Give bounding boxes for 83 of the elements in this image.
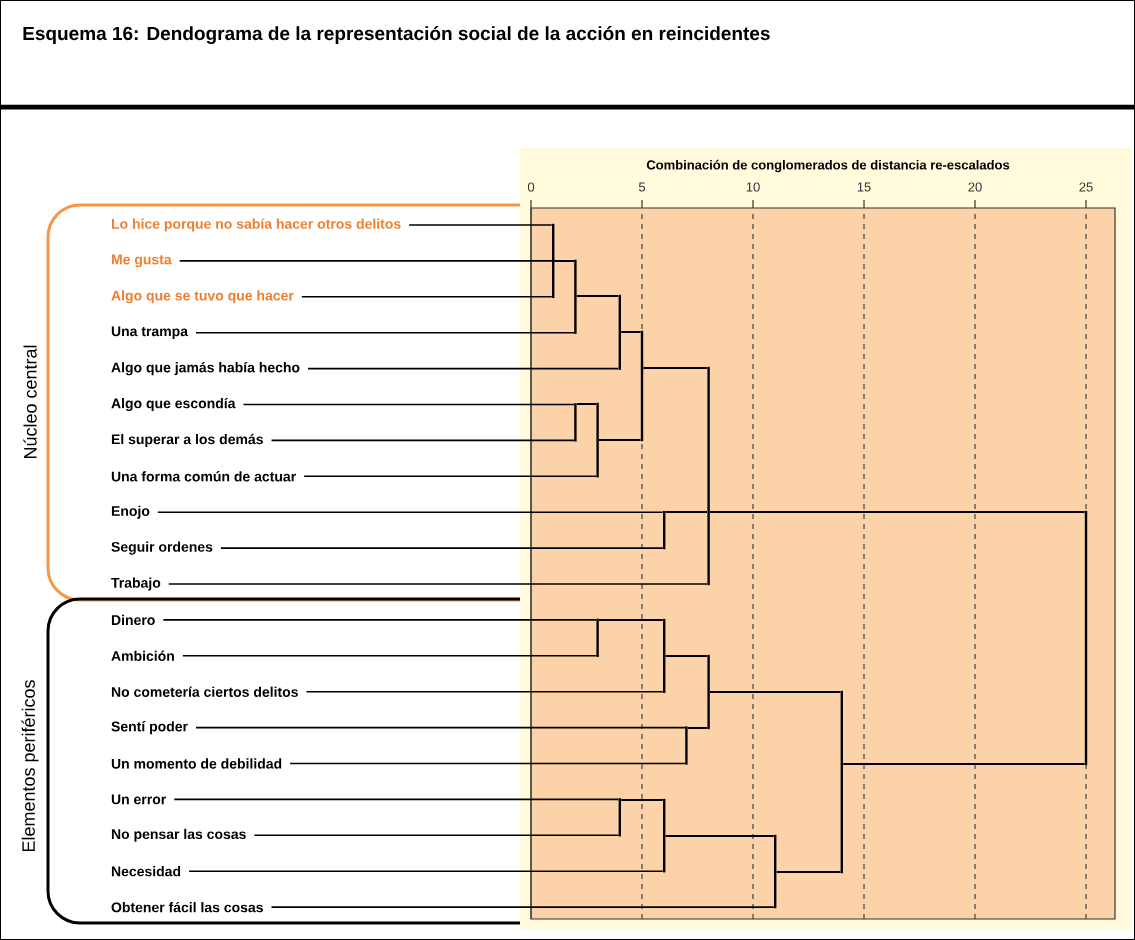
cluster-bar xyxy=(663,618,666,693)
leaf-label: Seguir ordenes xyxy=(111,541,213,555)
cluster-bar xyxy=(685,726,688,765)
connector-line xyxy=(709,691,842,693)
cluster-bar xyxy=(663,798,666,873)
connector-line xyxy=(182,655,597,657)
connector-line xyxy=(598,619,664,621)
leaf-label: Sentí poder xyxy=(111,721,188,735)
connector-line xyxy=(242,403,575,406)
connector-line xyxy=(664,511,709,513)
axis-title: Combinación de conglomerados de distancia re-escalados xyxy=(646,159,1010,173)
connector-line xyxy=(195,331,575,334)
connector-line xyxy=(305,690,664,693)
leaf-label: Algo que escondía xyxy=(111,397,236,412)
leaf-label: Enojo xyxy=(111,505,150,519)
connector-line xyxy=(307,367,620,370)
leaf-label: Algo que jamás había hecho xyxy=(111,362,300,376)
cluster-bar xyxy=(618,798,621,837)
leaf-label: No cometería ciertos delitos xyxy=(111,686,298,697)
tick-label: 0 xyxy=(527,182,535,192)
leaf-label: Ambición xyxy=(111,650,174,661)
bracket xyxy=(46,597,520,925)
leaf-label: Me gusta xyxy=(111,254,172,268)
connector-line xyxy=(195,726,686,729)
cluster-bar xyxy=(663,510,666,550)
connector-line xyxy=(253,834,620,837)
tick-label: 10 xyxy=(746,182,760,192)
tick-label: 25 xyxy=(1079,182,1093,192)
connector-line xyxy=(303,475,597,478)
cluster-bar xyxy=(1084,510,1088,766)
leaf-label: Trabajo xyxy=(111,577,161,591)
tick-label: 5 xyxy=(638,182,646,192)
connector-line xyxy=(301,296,553,298)
connector-line xyxy=(620,331,642,333)
leaf-label: Una forma común de actuar xyxy=(111,471,296,482)
connector-line xyxy=(289,762,686,765)
cluster-bar xyxy=(774,834,777,909)
connector-line xyxy=(642,367,709,369)
leaf-label: Necesidad xyxy=(111,866,181,877)
group-label: Núcleo central xyxy=(23,345,37,459)
connector-line xyxy=(575,295,620,297)
tick-label: 15 xyxy=(857,182,871,192)
leaf-label: Lo hice porque no sabía hacer otros delitos xyxy=(111,218,401,232)
leaf-label: No pensar las cosas xyxy=(111,828,246,842)
connector-line xyxy=(842,763,1086,765)
connector-line xyxy=(408,224,553,226)
cluster-bar xyxy=(574,403,577,442)
leaf-label: Una trampa xyxy=(111,326,189,339)
cluster-bar xyxy=(574,259,577,334)
connector-line xyxy=(178,260,575,262)
connector-line xyxy=(220,547,664,549)
tick-label: 20 xyxy=(968,182,982,192)
cluster-bar xyxy=(640,330,644,442)
connector-line xyxy=(664,655,709,657)
leaf-label: Un error xyxy=(111,794,166,805)
connector-line xyxy=(664,835,775,837)
connector-line xyxy=(270,439,575,442)
connector-line xyxy=(173,798,620,801)
connector-line xyxy=(157,511,664,513)
connector-line xyxy=(270,906,775,908)
connector-line xyxy=(168,583,708,585)
connector-line xyxy=(575,403,598,405)
leaf-label: Obtener fácil las cosas xyxy=(111,901,263,913)
connector-line xyxy=(162,619,597,621)
cluster-bar xyxy=(840,690,843,874)
group-label: Elementos periféricos xyxy=(21,680,39,852)
connector-line xyxy=(620,799,664,801)
connector-line xyxy=(709,511,1086,513)
connector-line xyxy=(598,439,642,441)
cluster-bar xyxy=(596,402,599,478)
cluster-bar xyxy=(552,223,555,298)
leaf-label: Dinero xyxy=(111,614,155,626)
connector-line xyxy=(775,871,842,873)
leaf-label: Un momento de debilidad xyxy=(111,758,282,769)
connector-line xyxy=(686,727,709,729)
leaf-label: Algo que se tuvo que hacer xyxy=(111,290,294,304)
title: Esquema 16: Dendograma de la representación social de la acción en reincidentes xyxy=(23,26,770,44)
leaf-label: El superar a los demás xyxy=(111,433,263,447)
cluster-bar xyxy=(707,366,710,586)
cluster-bar xyxy=(618,294,621,370)
cluster-bar xyxy=(707,654,710,730)
cluster-bar xyxy=(596,618,599,657)
connector-line xyxy=(188,870,664,872)
